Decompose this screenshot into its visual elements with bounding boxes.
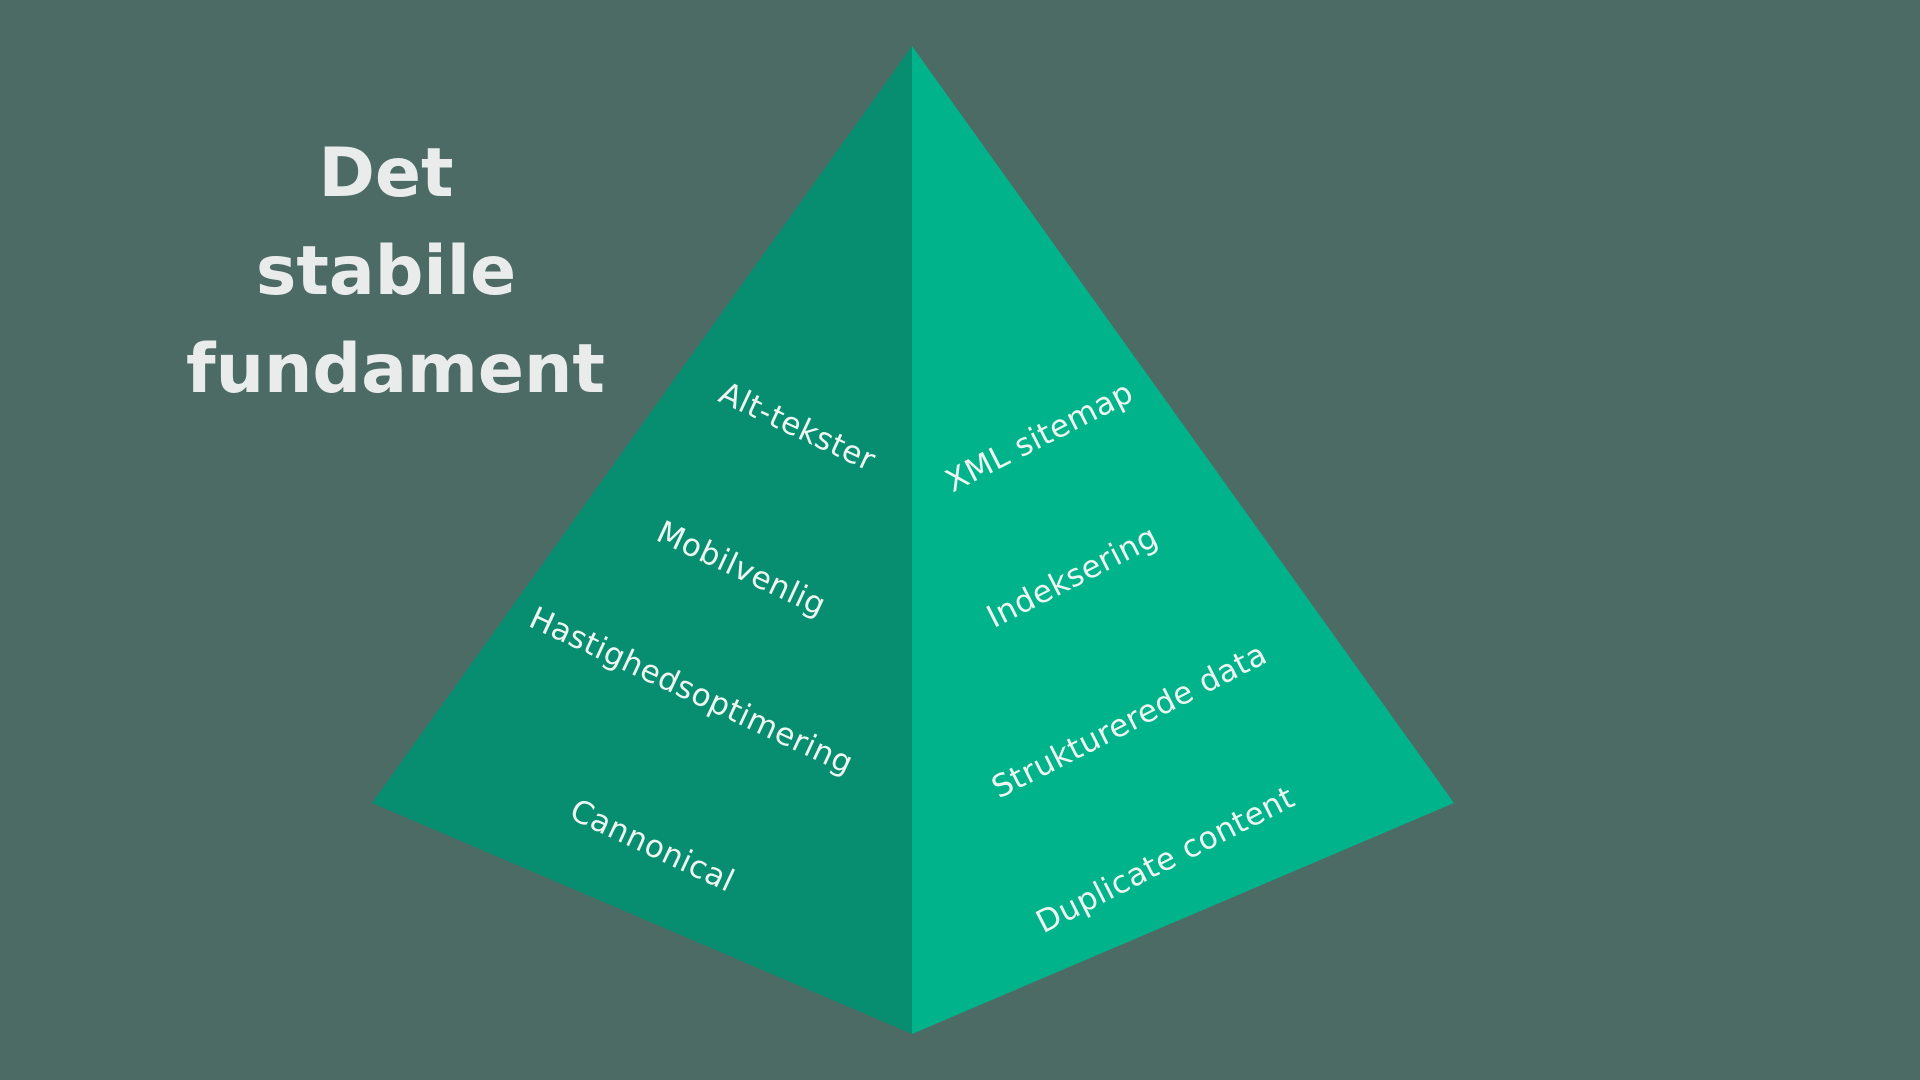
slide-title-line-2: fundament bbox=[186, 330, 605, 409]
slide-title-line-1: Det stabile bbox=[255, 134, 517, 311]
pyramid-left-face bbox=[372, 46, 912, 1034]
pyramid-right-face bbox=[912, 46, 1454, 1034]
slide-title: Det stabile fundament bbox=[186, 125, 605, 419]
